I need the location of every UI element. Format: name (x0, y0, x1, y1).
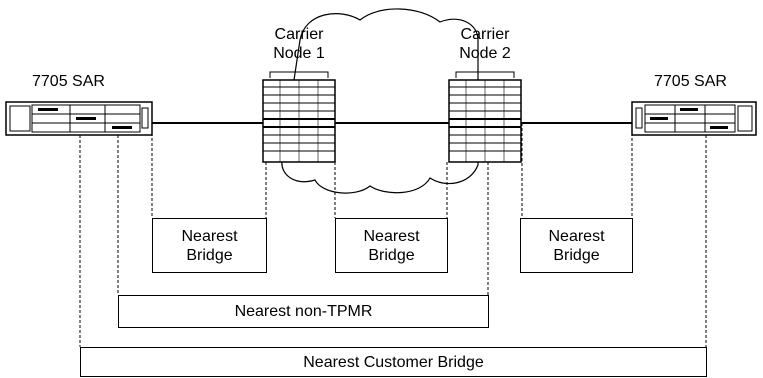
carrier-node-1-line2: Node 1 (273, 45, 325, 62)
nearest-bridge-right-box: Nearest Bridge (520, 218, 633, 273)
nearest-bridge-left-line2: Bridge (186, 246, 233, 264)
nearest-bridge-mid-line1: Nearest (363, 227, 420, 245)
carrier-node-1-line1: Carrier (274, 26, 324, 43)
scope-dashed-lines (79, 123, 707, 347)
nearest-customer-bridge-label: Nearest Customer Bridge (303, 353, 484, 371)
nearest-non-tpmr-label: Nearest non-TPMR (234, 303, 373, 320)
left-sar-device (5, 101, 153, 136)
right-sar-device (631, 101, 757, 136)
nearest-bridge-right-line2: Bridge (553, 246, 600, 264)
carrier-node-1-label: Carrier Node 1 (262, 25, 336, 63)
carrier-node-2-line2: Node 2 (459, 45, 511, 62)
carrier-node-2-device (448, 71, 522, 163)
nearest-bridge-right-line1: Nearest (548, 227, 605, 245)
nearest-customer-bridge-box: Nearest Customer Bridge (80, 347, 707, 377)
carrier-node-2-line1: Carrier (460, 26, 510, 43)
nearest-non-tpmr-box: Nearest non-TPMR (118, 295, 489, 328)
carrier-node-1-device (262, 71, 336, 163)
nearest-bridge-mid-line2: Bridge (368, 246, 415, 264)
nearest-bridge-left-line1: Nearest (181, 227, 238, 245)
nearest-bridge-left-box: Nearest Bridge (152, 218, 267, 273)
left-sar-label: 7705 SAR (32, 73, 105, 90)
nearest-bridge-mid-box: Nearest Bridge (335, 218, 448, 273)
carrier-node-2-label: Carrier Node 2 (448, 25, 522, 63)
right-sar-label: 7705 SAR (654, 73, 727, 90)
